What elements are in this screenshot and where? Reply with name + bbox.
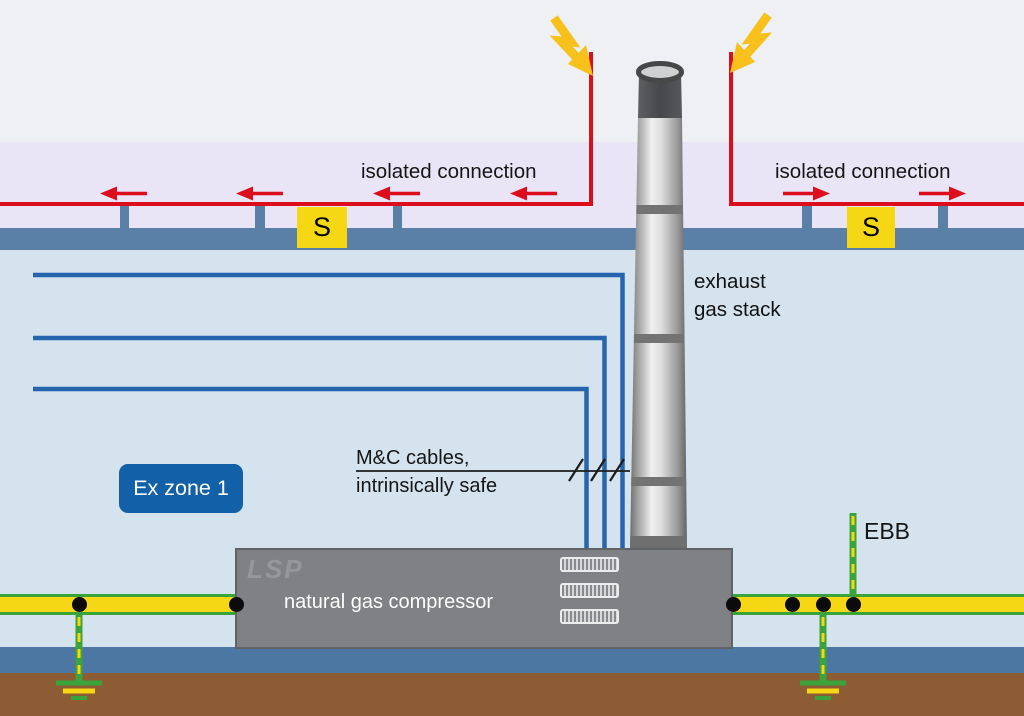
earth-ground-band bbox=[0, 673, 1024, 716]
stack-joint-bands bbox=[630, 205, 687, 549]
mc-cables-leader-line bbox=[356, 458, 630, 482]
mc-cables-label-line2: intrinsically safe bbox=[356, 475, 498, 497]
bonding-point-dot bbox=[845, 597, 861, 612]
exhaust-stack-label-line1: exhaust bbox=[694, 270, 766, 293]
roof-support-post bbox=[802, 206, 812, 229]
bonding-point-dot bbox=[725, 597, 741, 612]
air-termination-conductor-right bbox=[729, 52, 1024, 206]
bonding-point-dot bbox=[228, 597, 244, 612]
exhaust-gas-stack bbox=[630, 61, 687, 549]
current-flow-arrows-left-icon bbox=[100, 186, 557, 201]
vent-grille-icon bbox=[560, 583, 619, 598]
lightning-bolt-icon-left bbox=[549, 15, 593, 76]
compressor-label: natural gas compressor bbox=[284, 591, 493, 613]
spark-gap-letter: S bbox=[312, 212, 331, 242]
ex-zone-badge-label: Ex zone 1 bbox=[133, 476, 229, 500]
lsp-watermark: LSP bbox=[247, 554, 304, 584]
bonding-point-dot bbox=[784, 597, 800, 612]
gas-pipeline-left bbox=[0, 594, 240, 615]
spark-gap-box-left: S bbox=[297, 207, 347, 248]
ex-zone-badge: Ex zone 1 bbox=[119, 464, 243, 513]
ebb-label: EBB bbox=[864, 518, 911, 544]
roof-support-post bbox=[938, 206, 948, 229]
spark-gap-letter: S bbox=[861, 212, 880, 242]
stack-body bbox=[630, 116, 687, 549]
stack-opening bbox=[636, 61, 684, 83]
exhaust-stack-label-line2: gas stack bbox=[694, 298, 781, 321]
earth-ground-icon-right bbox=[800, 680, 846, 700]
bonding-point-dot bbox=[815, 597, 831, 612]
floor-slab-band bbox=[0, 647, 1024, 673]
lightning-bolt-icon-right bbox=[730, 12, 773, 73]
spark-gap-box-right: S bbox=[847, 207, 895, 248]
mc-cables-lines bbox=[33, 272, 625, 550]
vent-grille-icon bbox=[560, 557, 619, 572]
air-termination-conductor-left bbox=[0, 52, 593, 206]
exhaust-stack-label: exhaust gas stack bbox=[694, 268, 781, 324]
roof-structure-band bbox=[0, 228, 1024, 250]
roof-support-post bbox=[255, 206, 265, 229]
roof-support-post bbox=[120, 206, 129, 229]
isolated-connection-label-right: isolated connection bbox=[775, 160, 951, 183]
isolated-connection-label-left: isolated connection bbox=[361, 160, 537, 183]
current-flow-arrows-right-icon bbox=[783, 186, 966, 201]
vent-grille-icon bbox=[560, 609, 619, 624]
earth-ground-icon-left bbox=[56, 680, 102, 700]
natural-gas-compressor: LSP natural gas compressor bbox=[235, 548, 733, 649]
sky-background bbox=[0, 0, 1024, 142]
mc-cables-label-line1: M&C cables, bbox=[356, 447, 470, 469]
gas-pipeline-right bbox=[726, 594, 1024, 615]
bonding-point-dot bbox=[71, 597, 87, 612]
roof-support-post bbox=[393, 206, 402, 229]
stack-cap bbox=[638, 72, 682, 118]
